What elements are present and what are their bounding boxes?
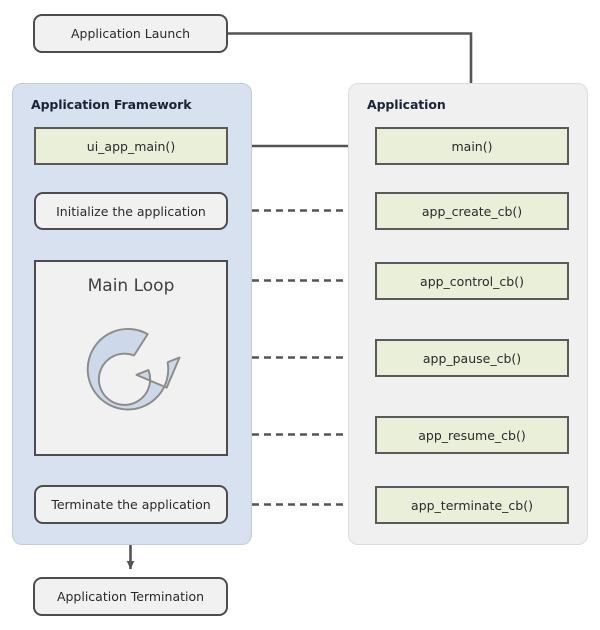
node-application-termination[interactable]: Application Termination — [33, 577, 228, 616]
node-app-terminate-cb-label: app_terminate_cb() — [411, 497, 533, 513]
node-main-label: main() — [451, 138, 493, 154]
node-app-create-cb-label: app_create_cb() — [421, 203, 523, 219]
circular-arrow-icon — [86, 327, 181, 411]
node-app-control-cb[interactable]: app_control_cb() — [375, 262, 569, 300]
application-panel-title: Application — [367, 97, 446, 112]
node-app-terminate-cb[interactable]: app_terminate_cb() — [375, 486, 569, 524]
node-app-resume-cb-label: app_resume_cb() — [418, 427, 526, 443]
node-application-launch[interactable]: Application Launch — [33, 14, 228, 53]
node-terminate-application-label: Terminate the application — [51, 497, 211, 512]
node-application-launch-label: Application Launch — [70, 26, 191, 41]
node-main-loop-label: Main Loop — [87, 276, 175, 296]
node-ui-app-main-label: ui_app_main() — [86, 138, 176, 154]
node-app-resume-cb[interactable]: app_resume_cb() — [375, 416, 569, 454]
node-main[interactable]: main() — [375, 127, 569, 165]
node-terminate-application[interactable]: Terminate the application — [34, 485, 228, 524]
node-app-control-cb-label: app_control_cb() — [420, 273, 524, 289]
node-app-pause-cb-label: app_pause_cb() — [422, 350, 522, 366]
application-framework-panel-title: Application Framework — [31, 97, 192, 112]
node-application-termination-label: Application Termination — [56, 589, 205, 604]
node-main-loop[interactable]: Main Loop — [34, 260, 228, 456]
node-app-create-cb[interactable]: app_create_cb() — [375, 192, 569, 230]
node-ui-app-main[interactable]: ui_app_main() — [34, 127, 228, 165]
node-initialize-application[interactable]: Initialize the application — [34, 192, 228, 230]
node-app-pause-cb[interactable]: app_pause_cb() — [375, 339, 569, 377]
node-initialize-application-label: Initialize the application — [56, 203, 206, 219]
